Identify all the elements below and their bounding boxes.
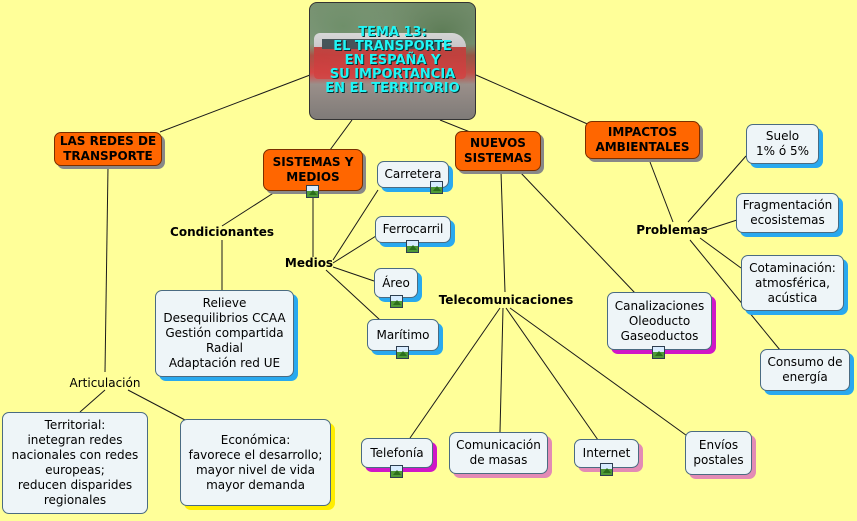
areo-box[interactable]: Áreo	[374, 268, 418, 298]
box-line: favorece el desarrollo;	[188, 447, 323, 462]
box-line: reducen disparides	[17, 478, 133, 492]
territorial-box[interactable]: Territorial: inetegran redes nacionales …	[2, 412, 148, 514]
box-line: ecosistemas	[750, 213, 825, 227]
branch-line: NUEVOS	[470, 136, 526, 150]
branch-line: AMBIENTALES	[595, 140, 690, 154]
comunicacion-de-masas-box[interactable]: Comunicación de masas	[449, 432, 548, 474]
main-topic-text: TEMA 13: EL TRANSPORTE EN ESPAÑA Y SU IM…	[325, 26, 459, 96]
list-item: Adaptación red UE	[168, 356, 281, 370]
branch-nuevos-sistemas[interactable]: NUEVOS SISTEMAS	[455, 131, 541, 171]
box-line: Oleoducto	[628, 313, 691, 328]
canalizaciones-box[interactable]: Canalizaciones Oleoducto Gaseoductos	[607, 292, 712, 350]
main-topic-title: TEMA 13: EL TRANSPORTE EN ESPAÑA Y SU IM…	[309, 2, 476, 120]
branch-sistemas-y-medios[interactable]: SISTEMAS Y MEDIOS	[263, 149, 363, 191]
box-line: Canalizaciones	[614, 298, 705, 313]
branch-line: MEDIOS	[286, 170, 340, 184]
list-item: Desequilibrios CCAA	[163, 311, 286, 325]
bus-photo	[314, 33, 466, 79]
ferrocarril-box[interactable]: Ferrocarril	[375, 216, 451, 243]
telefonia-box[interactable]: Telefonía	[361, 438, 433, 468]
box-line: Consumo de	[767, 355, 843, 369]
box-line: energía	[782, 370, 828, 384]
contaminacion-box[interactable]: Cotaminación: atmosférica, acústica	[741, 255, 844, 311]
consumo-de-energia-box[interactable]: Consumo de energía	[760, 349, 850, 391]
economica-box[interactable]: Económica: favorece el desarrollo; mayor…	[180, 419, 331, 506]
list-item: Relieve	[202, 296, 247, 310]
image-icon[interactable]	[652, 346, 665, 359]
image-icon[interactable]	[306, 185, 319, 198]
box-line: mayor demanda	[206, 477, 305, 492]
box-label: Áreo	[382, 275, 410, 290]
list-item: Gestión compartida	[165, 326, 284, 340]
box-line: inetegran redes	[27, 433, 123, 447]
box-label: Internet	[582, 446, 631, 460]
branch-line: LAS REDES DE	[59, 134, 157, 148]
list-item: Radial	[205, 341, 244, 355]
image-icon[interactable]	[396, 346, 409, 359]
box-line: de masas	[469, 453, 528, 467]
box-line: europeas;	[45, 463, 105, 477]
label-telecomunicaciones: Telecomunicaciones	[438, 293, 574, 307]
label-medios: Medios	[284, 256, 334, 270]
box-line: Fragmentación	[742, 198, 833, 212]
box-label: Marítimo	[376, 327, 430, 342]
box-line: nacionales con redes	[11, 448, 139, 462]
title-line: EL TRANSPORTE	[333, 39, 452, 54]
box-line: Suelo	[765, 129, 800, 143]
image-icon[interactable]	[600, 463, 613, 476]
box-line: mayor nivel de vida	[195, 462, 316, 477]
box-line: Territorial:	[44, 418, 106, 432]
branch-line: TRANSPORTE	[63, 149, 153, 163]
box-line: atmosférica,	[755, 275, 830, 290]
label-condicionantes: Condicionantes	[170, 225, 274, 239]
branch-line: IMPACTOS	[607, 125, 678, 139]
envios-postales-box[interactable]: Envíos postales	[685, 431, 752, 475]
title-line: EN ESPAÑA Y	[344, 53, 441, 68]
branch-line: SISTEMAS	[463, 151, 532, 165]
label-articulacion: Articulación	[69, 376, 141, 390]
label-problemas: Problemas	[636, 223, 708, 237]
box-line: Envíos	[698, 438, 739, 452]
box-line: Cotaminación:	[749, 260, 836, 275]
box-label: Carretera	[384, 167, 442, 181]
condicionantes-list[interactable]: Relieve Desequilibrios CCAA Gestión comp…	[155, 290, 294, 377]
branch-line: SISTEMAS Y	[272, 155, 354, 169]
title-line: EN EL TERRITORIO	[325, 81, 460, 96]
box-line: Gaseoductos	[620, 328, 699, 343]
image-icon[interactable]	[390, 465, 403, 478]
image-icon[interactable]	[430, 181, 443, 194]
box-label: Telefonía	[370, 445, 424, 460]
branch-impactos-ambientales[interactable]: IMPACTOS AMBIENTALES	[585, 121, 700, 159]
box-line: Comunicación	[456, 438, 541, 452]
branch-redes-de-transporte[interactable]: LAS REDES DE TRANSPORTE	[54, 132, 162, 166]
box-line: 1% ó 5%	[755, 144, 810, 158]
box-label: Ferrocarril	[382, 222, 444, 236]
title-line: SU IMPORTANCIA	[329, 67, 456, 82]
fragmentacion-box[interactable]: Fragmentación ecosistemas	[736, 193, 839, 233]
internet-box[interactable]: Internet	[574, 439, 639, 468]
image-icon[interactable]	[406, 240, 419, 253]
box-line: acústica	[767, 290, 818, 305]
title-line: TEMA 13:	[358, 25, 427, 40]
box-line: postales	[693, 453, 744, 467]
suelo-box[interactable]: Suelo 1% ó 5%	[746, 124, 819, 164]
box-line: Económica:	[220, 432, 291, 447]
image-icon[interactable]	[390, 295, 403, 308]
box-line: regionales	[43, 493, 107, 507]
